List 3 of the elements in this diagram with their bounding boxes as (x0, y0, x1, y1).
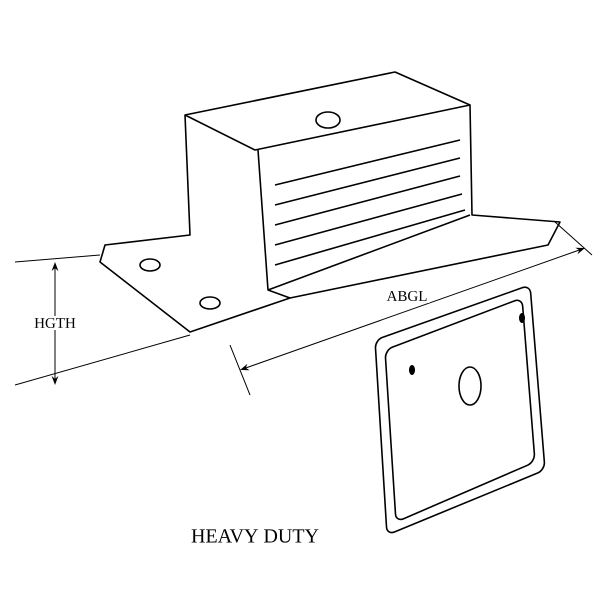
dimension-label: ABGL (384, 288, 430, 304)
caption: HEAVY DUTY (192, 529, 318, 543)
dimension-label: HGTH (32, 316, 78, 330)
